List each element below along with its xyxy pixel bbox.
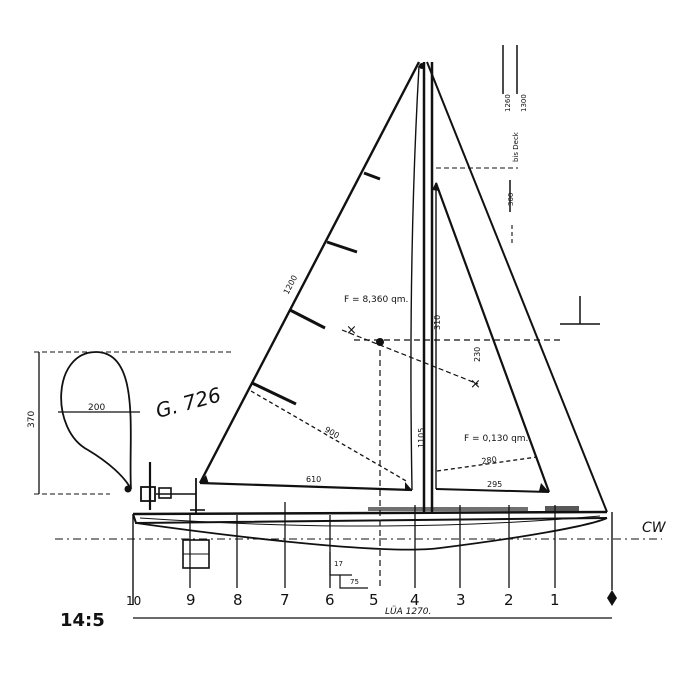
svg-text:×: × [346,323,357,338]
spinnaker-width-label: 200 [88,403,105,413]
loa-label: LÜA 1270. [385,606,431,617]
handwritten-note: G. 726 [153,382,223,422]
station-label: 3 [456,591,466,609]
mainsail [198,61,421,492]
station-label: 4 [410,591,420,609]
boom-label: 610 [306,475,321,484]
jib-foot-label: 295 [487,480,502,489]
overall-length-dimension: LÜA 1270. [133,606,612,619]
hull [132,506,608,589]
jib-area-label: F = 0,130 qm. [464,434,528,444]
station-label: 5 [369,591,379,609]
top-dimension-lines [436,45,600,325]
station-lines [132,502,617,606]
station-label: 8 [233,591,243,609]
waterline-label: CW [642,520,667,536]
top-dim-1-label: 1260 [504,94,512,112]
corner-text: 14:5 [60,610,105,631]
station-label: 2 [504,591,514,609]
station-label: 7 [280,591,290,609]
top-dim-3-label: 300 [507,193,515,206]
main-area-label: F = 8,360 qm. [344,295,408,305]
station-label: 10 [126,594,141,608]
waterline: CW [55,520,667,540]
luff-length-label: 1200 [282,274,300,296]
jib-diagonal-label: 280 [481,455,497,466]
centroid-construction: × × [341,323,562,590]
jib [432,182,551,493]
mast-dim-label: 310 [433,315,442,330]
top-dim-2-label: 1300 [520,94,528,112]
keel-dim-label: 75 [350,578,359,586]
mast [419,62,434,512]
station-label: 9 [186,591,196,609]
station-numbers: 10 9 8 7 6 5 4 3 2 1 [126,591,560,609]
station-label: 1 [550,591,560,609]
forestay [426,61,608,513]
station-label: 6 [325,591,335,609]
jib-dim-label: 230 [473,347,482,362]
svg-text:×: × [470,377,481,392]
rudder-fittings [124,462,205,514]
spinnaker-outline: 370 200 [27,351,232,495]
draft-dim-label: 17 [334,560,343,568]
top-dim-deck-label: bis Deck [512,131,520,162]
spinnaker-height-label: 370 [27,411,37,428]
mast-lower-label: 1105 [417,428,426,448]
